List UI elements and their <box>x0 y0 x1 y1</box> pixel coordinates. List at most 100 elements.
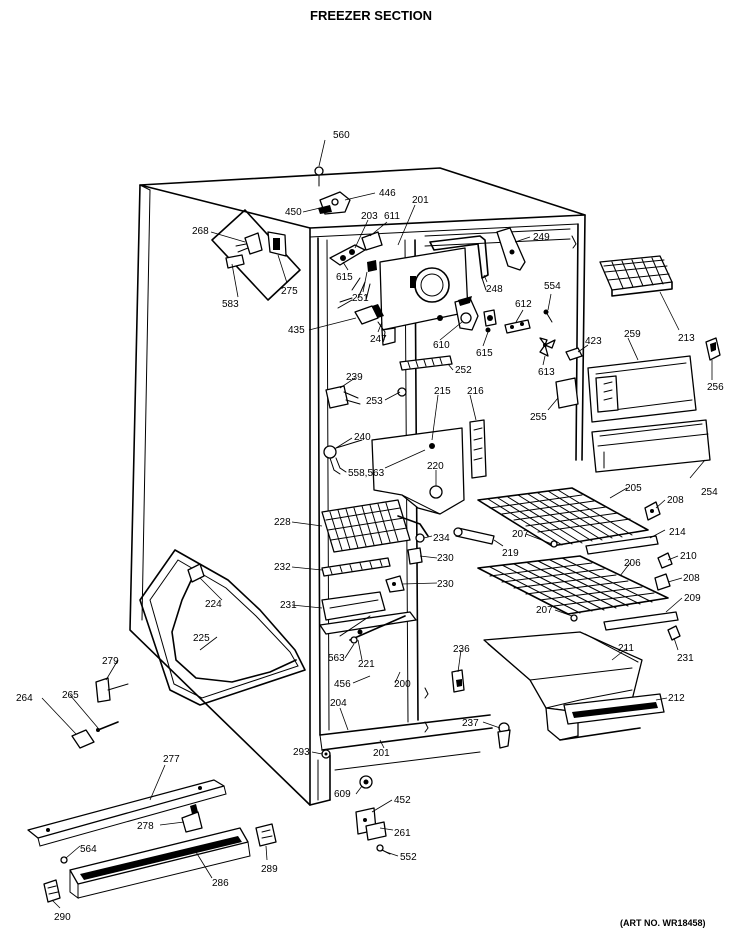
part-label: 215 <box>434 386 451 397</box>
part-label: 204 <box>330 698 347 709</box>
part-214-shelf-trim <box>585 535 659 555</box>
part-label: 234 <box>433 533 450 544</box>
part-label: 613 <box>538 367 555 378</box>
part-278-glide <box>181 804 203 833</box>
part-label: 211 <box>618 643 634 654</box>
part-label: 268 <box>192 226 209 237</box>
part-label: 201 <box>412 195 429 206</box>
part-564-screw <box>60 856 68 864</box>
part-label: 615 <box>336 272 353 283</box>
part-label: 248 <box>486 284 503 295</box>
part-label: 254 <box>701 487 718 498</box>
part-label: 289 <box>261 864 278 875</box>
part-label: 208 <box>667 495 684 506</box>
part-239-relay <box>325 385 407 409</box>
part-label: 220 <box>427 461 444 472</box>
part-label: 203 <box>361 211 378 222</box>
diagram-title: FREEZER SECTION <box>310 8 432 23</box>
part-234-terminal <box>415 533 425 543</box>
part-label: 446 <box>379 188 396 199</box>
part-209-shelf-trim <box>603 611 679 631</box>
part-261-hinge <box>365 821 387 841</box>
part-label: 247 <box>370 334 387 345</box>
part-435-plug <box>354 304 386 341</box>
part-label: 290 <box>54 912 71 923</box>
part-554-screw <box>543 309 553 323</box>
part-label: 230 <box>437 553 454 564</box>
part-231-drain-pan <box>319 591 417 644</box>
part-label: 609 <box>334 789 351 800</box>
part-label: 423 <box>585 336 602 347</box>
part-label: 232 <box>274 562 291 573</box>
part-number-labels: 560 446 450 201 203 611 268 249 615 251 … <box>16 130 724 923</box>
part-208-shelf-support <box>644 501 671 591</box>
part-label: 610 <box>433 340 450 351</box>
part-215-evaporator-panel <box>371 427 465 515</box>
part-label: 224 <box>205 599 222 610</box>
part-612-fan-bracket <box>504 319 531 334</box>
part-255-light-cover <box>555 377 579 409</box>
part-label: 230 <box>437 579 454 590</box>
art-number: (ART NO. WR18458) <box>620 918 706 928</box>
part-264-plug <box>71 729 95 749</box>
part-240-defrost-thermostat <box>323 439 363 475</box>
part-201-evaporator-cover <box>379 247 469 346</box>
part-label: 231 <box>280 600 297 611</box>
part-label: 201 <box>373 748 390 759</box>
part-256-clip <box>705 337 721 361</box>
part-label: 452 <box>394 795 411 806</box>
part-label: 239 <box>346 372 363 383</box>
part-251-wire-harness <box>337 277 371 309</box>
part-label: 255 <box>530 412 547 423</box>
part-609-bushing <box>359 775 373 789</box>
part-label: 251 <box>352 293 369 304</box>
part-210-shelf-support <box>657 552 673 569</box>
part-label: 560 <box>333 130 350 141</box>
part-label: 236 <box>453 644 470 655</box>
part-label: 209 <box>684 593 701 604</box>
part-label: 265 <box>62 690 79 701</box>
part-label: 206 <box>624 558 641 569</box>
part-label: 261 <box>394 828 411 839</box>
part-label: 252 <box>455 365 472 376</box>
part-293-leveling-leg <box>321 749 331 759</box>
leader-lines <box>41 139 713 909</box>
part-label: 249 <box>533 232 550 243</box>
part-label: 253 <box>366 396 383 407</box>
part-label: 583 <box>222 299 239 310</box>
part-423-light-bulb <box>565 347 583 361</box>
part-225-heater-pan <box>139 549 306 706</box>
part-213-ice-tray <box>599 255 673 297</box>
part-label: 279 <box>102 656 119 667</box>
part-label: 216 <box>467 386 484 397</box>
part-label: 237 <box>462 718 479 729</box>
part-label: 207 <box>512 529 529 540</box>
part-label: 205 <box>625 483 642 494</box>
part-252-grille <box>399 355 453 371</box>
part-236-hinge <box>451 669 465 693</box>
part-label: 228 <box>274 517 291 528</box>
part-289-clip <box>255 823 277 847</box>
part-237-roller <box>497 722 511 749</box>
part-label: 207 <box>536 605 553 616</box>
part-label: 615 <box>476 348 493 359</box>
part-446-bracket <box>318 191 351 215</box>
part-203-thermostat <box>329 231 383 272</box>
part-277-base-rail <box>27 779 227 847</box>
part-label: 212 <box>668 693 685 704</box>
part-label: 256 <box>707 382 724 393</box>
part-label: 275 <box>281 286 298 297</box>
part-552-screw <box>376 844 391 855</box>
part-216-duct <box>469 419 487 479</box>
part-613-fan-blade <box>539 337 556 357</box>
part-560-screw <box>314 166 324 187</box>
part-label: 208 <box>683 573 700 584</box>
part-259-shelf-bracket <box>587 355 697 423</box>
part-label: 219 <box>502 548 519 559</box>
part-label: 552 <box>400 852 417 863</box>
part-label: 210 <box>680 551 697 562</box>
part-232-rail <box>321 557 391 577</box>
part-224-heater-loop <box>171 563 297 683</box>
part-label: 456 <box>334 679 351 690</box>
